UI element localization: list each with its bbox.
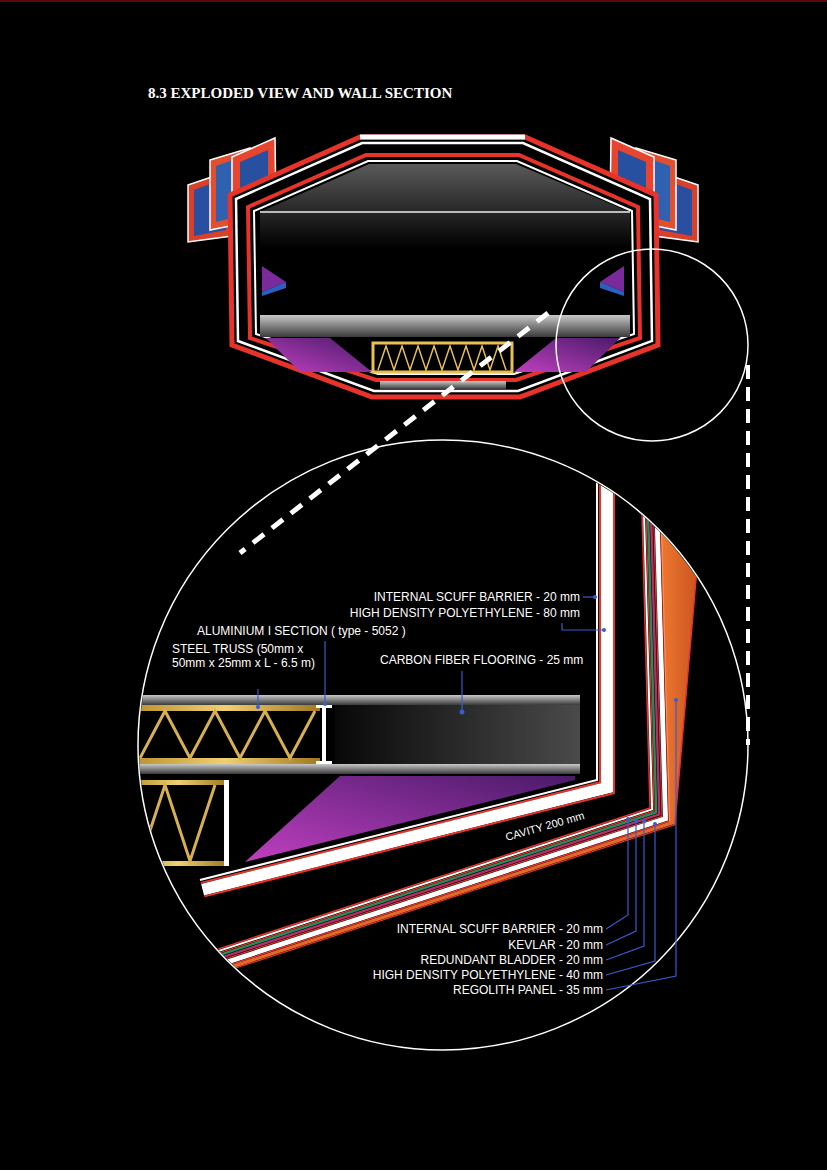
part-label: CARBON FIBER FLOORING - 25 mm xyxy=(380,653,583,667)
drawing-polygon xyxy=(260,164,630,248)
drawing-rect xyxy=(130,780,226,785)
drawing-polygon xyxy=(236,143,652,391)
top-rule xyxy=(0,0,827,2)
drawing-circle xyxy=(674,698,678,702)
detail-marker xyxy=(556,249,748,441)
exploded-view xyxy=(188,137,698,397)
wall-section xyxy=(130,440,708,977)
drawing-line xyxy=(360,135,525,140)
drawing-polygon xyxy=(266,338,372,372)
drawing-line xyxy=(257,689,258,707)
drawing-circle xyxy=(642,819,646,823)
layer-label: INTERNAL SCUFF BARRIER - 20 mm xyxy=(397,922,603,936)
drawing-rect xyxy=(260,315,630,337)
drawing-polyline xyxy=(207,440,672,975)
layer-label: REDUNDANT BLADDER - 20 mm xyxy=(421,953,603,967)
drawing-circle xyxy=(256,705,260,709)
drawing-polyline xyxy=(606,819,628,929)
layer-label: INTERNAL SCUFF BARRIER - 20 mm xyxy=(374,590,580,604)
drawing-polyline xyxy=(207,440,674,977)
drawing-line xyxy=(260,211,630,213)
drawing-polygon xyxy=(514,338,620,372)
section-title: 8.3 EXPLODED VIEW AND WALL SECTION xyxy=(148,84,452,102)
drawing-polygon xyxy=(262,282,286,296)
dashed-link xyxy=(746,365,750,745)
drawing-line xyxy=(324,641,325,704)
drawing-rect xyxy=(316,761,332,764)
drawing-polyline xyxy=(140,785,215,861)
drawing-line xyxy=(675,440,708,825)
layer-label: HIGH DENSITY POLYETHYLENE - 40 mm xyxy=(373,968,603,982)
drawing-rect xyxy=(130,764,580,774)
drawing-line xyxy=(461,671,462,711)
dashed-link xyxy=(240,313,548,553)
drawing-polyline xyxy=(205,440,666,969)
layer-label: KEVLAR - 20 mm xyxy=(508,938,603,952)
drawing-line xyxy=(659,440,670,822)
drawing-polyline xyxy=(606,821,636,945)
drawing-polygon xyxy=(230,137,658,397)
drawing-circle xyxy=(634,819,638,823)
drawing-polyline xyxy=(204,440,662,966)
layer-label: HIGH DENSITY POLYETHYLENE - 80 mm xyxy=(350,606,580,620)
part-label: ALUMINIUM I SECTION ( type - 5052 ) xyxy=(197,624,406,638)
drawing-rect xyxy=(130,695,580,705)
drawing-rect xyxy=(335,705,580,764)
leader-lines xyxy=(258,597,676,990)
layer-label: REGOLITH PANEL - 35 mm xyxy=(453,983,603,997)
drawing-polyline xyxy=(606,700,676,990)
drawing-polyline xyxy=(201,440,652,957)
part-label: STEEL TRUSS (50mm x 50mm x 25mm x L - 6.… xyxy=(172,642,322,670)
drawing-polyline xyxy=(562,623,604,630)
drawing-circle xyxy=(460,710,465,715)
drawing-rect xyxy=(224,780,229,866)
drawing-polyline xyxy=(606,821,644,960)
drawing-polygon xyxy=(248,155,640,380)
drawing-circle xyxy=(602,628,606,632)
drawing-polyline xyxy=(203,440,660,964)
drawing-polyline xyxy=(202,440,656,961)
drawing-circle xyxy=(323,702,327,706)
drawing-polyline xyxy=(606,824,655,975)
drawing-polyline xyxy=(200,440,650,955)
drawing-rect xyxy=(130,705,320,711)
drawing-polygon xyxy=(600,282,624,296)
drawing-circle xyxy=(626,817,630,821)
drawing-polygon xyxy=(254,161,634,374)
drawing-polyline xyxy=(140,711,315,758)
drawing-circle xyxy=(653,822,657,826)
detail-circle xyxy=(138,440,748,1050)
drawing-polyline xyxy=(206,440,669,973)
drawing-polyline xyxy=(201,440,654,959)
drawing-rect xyxy=(322,705,326,764)
drawing-rect xyxy=(130,861,226,866)
drawing-rect xyxy=(130,758,320,764)
drawing-rect xyxy=(380,381,506,389)
drawing-polygon xyxy=(659,440,708,825)
drawing-circle xyxy=(593,595,597,599)
